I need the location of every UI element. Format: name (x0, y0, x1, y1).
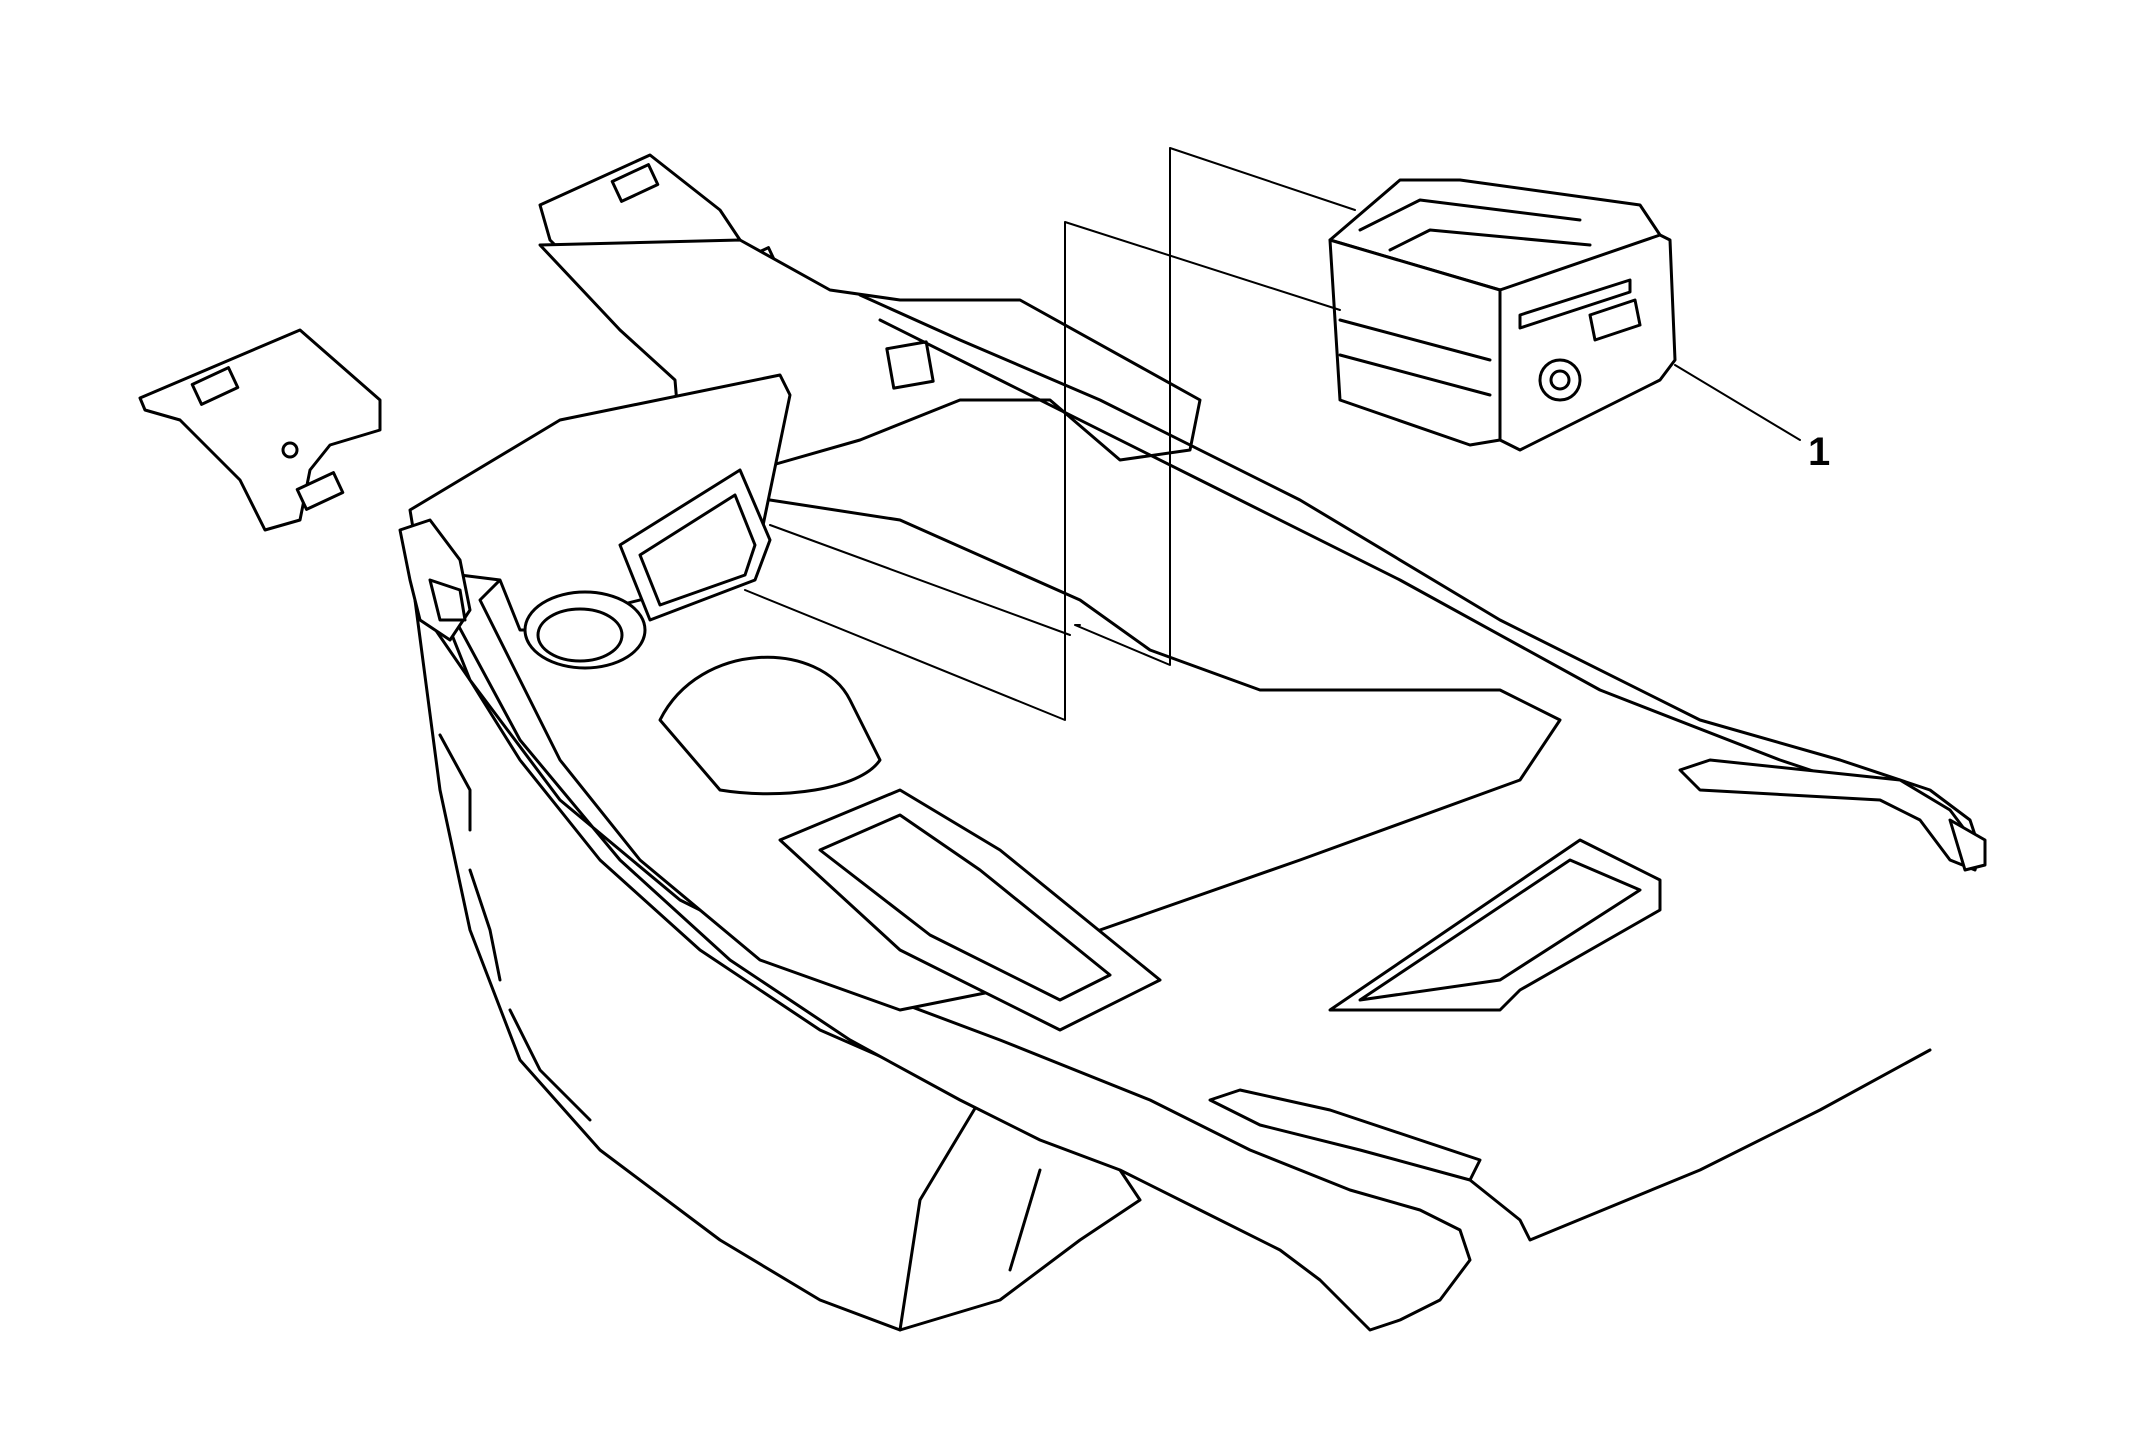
front-tray-details (1208, 758, 1987, 1242)
leader-line-outer (1074, 147, 1356, 666)
front-clip-rail (1678, 758, 1982, 872)
left-side-clip (398, 518, 472, 642)
storage-bin-and-cupholder (408, 373, 1162, 1032)
usb-port-slot (1588, 298, 1642, 342)
front-lip-channel (1208, 1088, 1482, 1182)
front-small-pocket (1328, 838, 1662, 1012)
left-bracket-slot-1 (190, 366, 240, 406)
left-bracket-slot-2 (295, 471, 345, 511)
leader-line-inner (744, 221, 1341, 721)
console-top-edge-inner (878, 318, 1902, 802)
callout-1 (1674, 364, 1801, 441)
leader-line-bottom (769, 524, 1071, 636)
callout-1-leader (1674, 364, 1801, 441)
cup-pocket (658, 655, 882, 796)
housing-panel-edge-2 (1008, 1168, 1042, 1272)
aux-jack-inner (1549, 369, 1571, 391)
front-small-pocket-inner (1358, 858, 1642, 1002)
bezel-port-opening (618, 468, 772, 622)
console-tray-inner (478, 478, 1562, 1012)
floor-console-body (408, 478, 1562, 1332)
front-lip-edge (1468, 1048, 1932, 1242)
console-lower-housing (413, 598, 1142, 1332)
port-module-side-detail (1338, 318, 1492, 397)
bezel-port-opening-inner (638, 493, 757, 607)
callout-number-1: 1 (1808, 430, 1830, 474)
left-mounting-bracket (138, 328, 382, 532)
left-wall-rib-1 (438, 733, 472, 832)
storage-bin-floor (818, 813, 1112, 1002)
port-module-side (1328, 238, 1502, 447)
left-wall-rib-3 (508, 1008, 592, 1122)
storage-bin (778, 788, 1162, 1032)
side-clip-tab (428, 578, 467, 622)
port-module-ridge-2 (1388, 228, 1592, 252)
left-bracket-hole (281, 441, 299, 459)
usb-aux-port-module (1328, 178, 1677, 452)
rear-wall-opening (885, 340, 935, 390)
console-tray-outer (408, 528, 1472, 1332)
exploded-view-leader-lines (744, 147, 1356, 721)
card-slot (1518, 278, 1632, 330)
front-clip-tab (1948, 818, 1987, 872)
cupholder-recess-inner (536, 607, 624, 663)
left-wall-rib-2 (468, 868, 502, 982)
port-module-ridge-1 (1358, 198, 1582, 232)
right-bracket-slot-1 (610, 163, 660, 203)
housing-panel-edge (898, 1098, 982, 1332)
console-top-edge (858, 293, 1982, 852)
